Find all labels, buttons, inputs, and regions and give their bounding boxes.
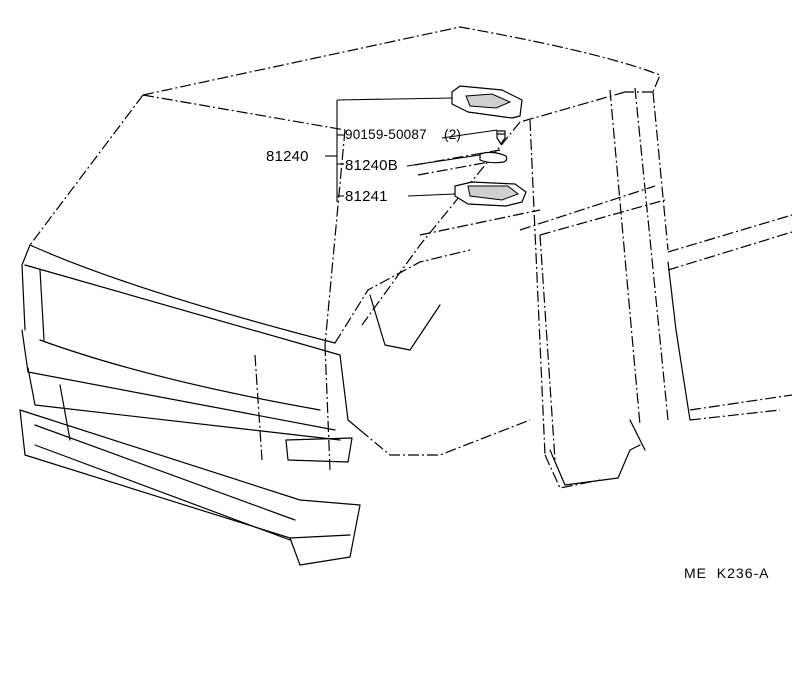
lamp-lens — [454, 181, 527, 207]
screw-icon — [496, 130, 506, 145]
truck-cab-outline — [19, 26, 792, 566]
dome-lamp-housing — [451, 85, 523, 119]
part-number-screw: 90159-50087 — [345, 127, 427, 142]
part-number-lens: 81241 — [345, 188, 388, 205]
screw-quantity: (2) — [444, 127, 462, 142]
part-number-81240: 81240 — [266, 148, 309, 165]
bulb-icon — [479, 151, 508, 164]
figure-code: ME K236-A — [684, 565, 770, 581]
part-number-bulb: 81240B — [345, 157, 398, 174]
